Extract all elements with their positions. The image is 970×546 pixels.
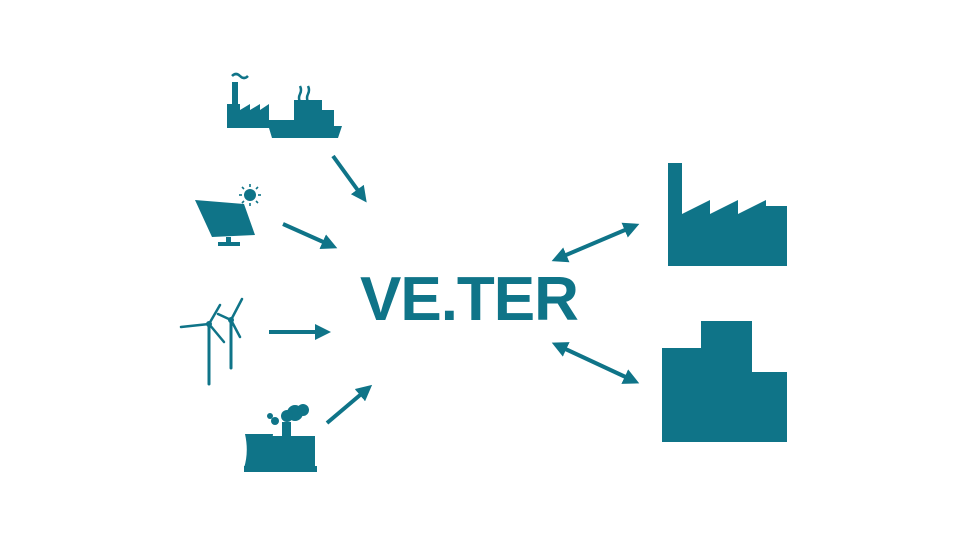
- wind-turbines-icon: [179, 297, 244, 386]
- arrow-solar-to-center: [282, 222, 338, 250]
- arrow-center-factory-bidirectional: [551, 222, 640, 263]
- arrow-powerplant-to-center: [325, 384, 373, 425]
- arrow-center-building-bidirectional: [551, 342, 640, 384]
- arrow-industry-to-center: [331, 154, 367, 203]
- power-plant-icon: [244, 404, 317, 472]
- industrial-plant-icon: [227, 72, 342, 138]
- center-label: VE.TER: [360, 265, 579, 334]
- building-icon: [662, 321, 787, 442]
- factory-icon: [668, 163, 787, 266]
- solar-panel-icon: [195, 184, 261, 246]
